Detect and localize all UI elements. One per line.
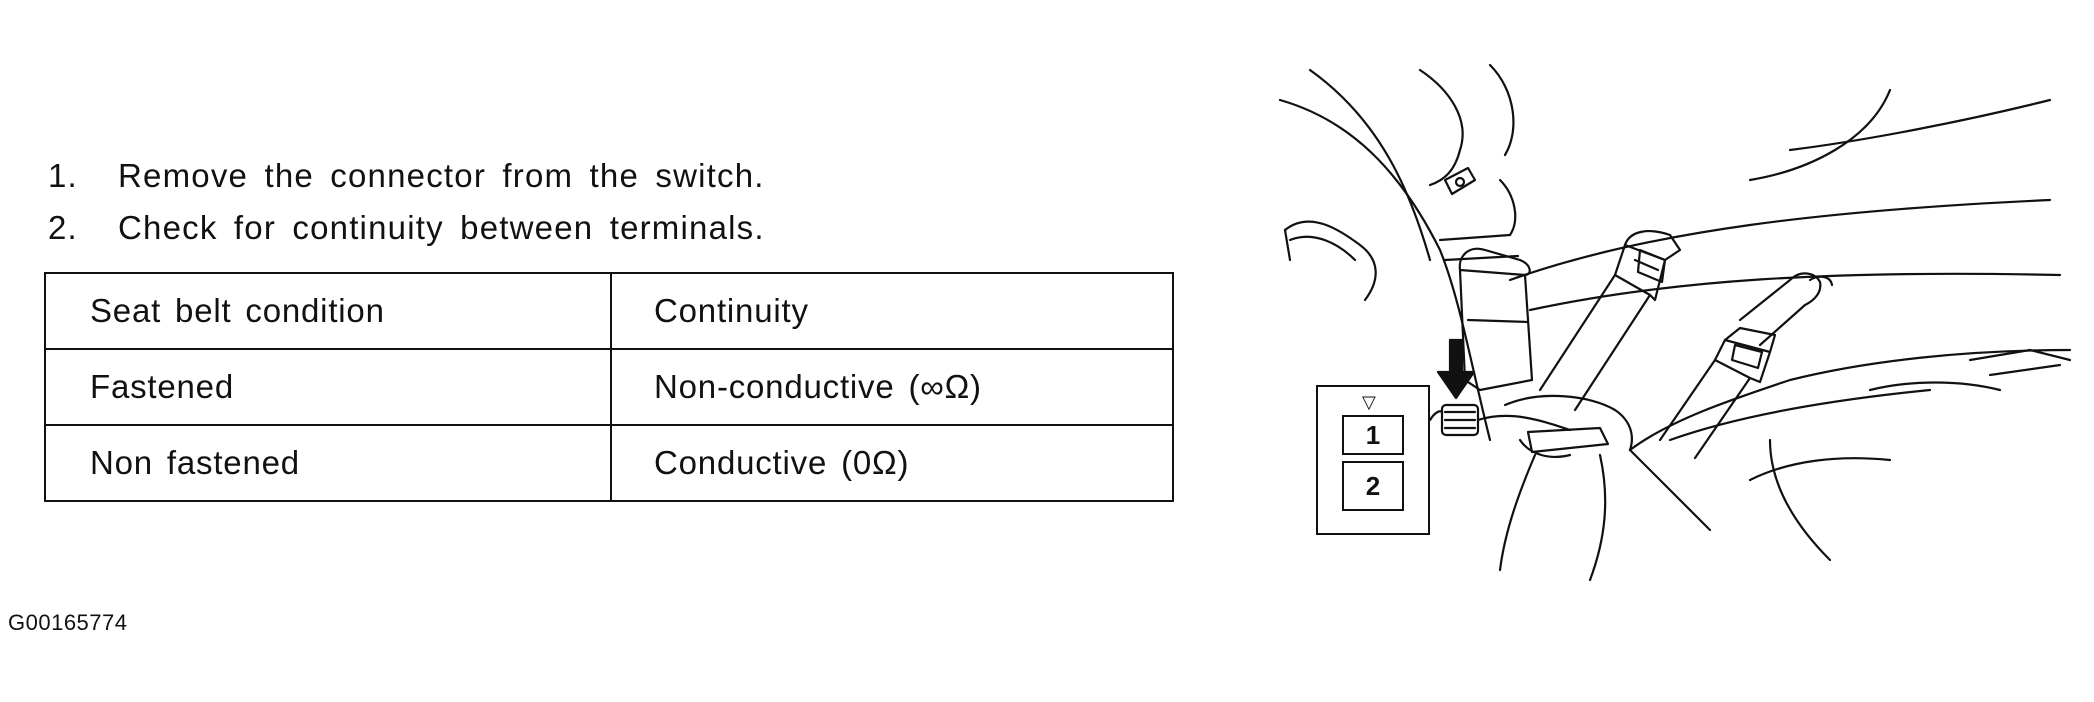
instruction-step: 1. Remove the connector from the switch. [48,150,765,202]
figure-code: G00165774 [8,610,128,635]
table-cell: Fastened [44,348,612,426]
table-cell: Non fastened [44,424,612,502]
step-number: 2. [48,209,78,246]
triangle-marker-icon: ▽ [1362,392,1376,412]
step-text: Remove the connector from the switch. [118,157,765,194]
table-cell: Non-conductive (∞Ω) [610,348,1174,426]
terminal-2-label: 2 [1342,461,1404,511]
table-cell: Conductive (0Ω) [610,424,1174,502]
table-header-cell: Seat belt condition [44,272,612,350]
instruction-list: 1.Remove the connector from the switch. … [48,150,765,254]
step-number: 1. [48,157,78,194]
step-text: Check for continuity between terminals. [118,209,765,246]
terminal-1-label: 1 [1342,415,1404,455]
continuity-table: Seat belt condition Continuity Fastened … [44,272,1174,502]
table-header-row: Seat belt condition Continuity [44,272,1174,350]
table-row: Fastened Non-conductive (∞Ω) [44,348,1174,426]
instruction-step: 2. Check for continuity between terminals… [48,202,765,254]
seat-belt-buckle-switch-drawing [1270,60,2094,600]
table-header-cell: Continuity [610,272,1174,350]
connector-terminal-legend: ▽ 1 2 [1316,385,1430,535]
table-row: Non fastened Conductive (0Ω) [44,424,1174,502]
